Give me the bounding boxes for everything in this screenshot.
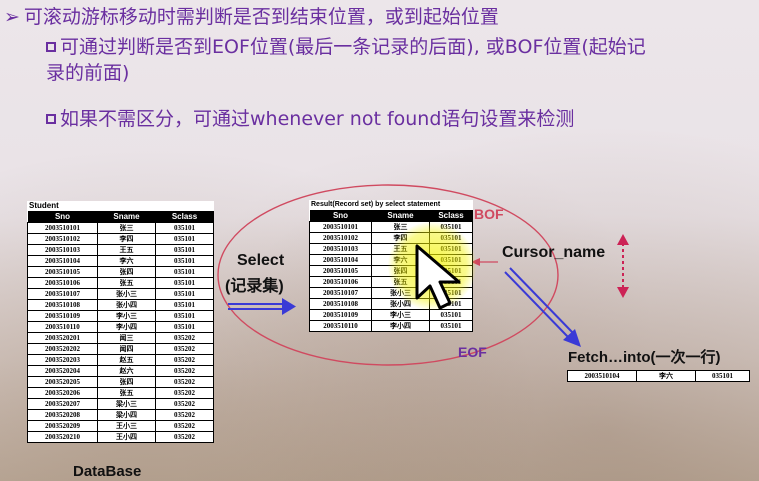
table-cell: 李小四 <box>371 320 430 332</box>
table-cell: 2003510108 <box>309 298 372 310</box>
fetch-cell-sno: 2003510104 <box>567 370 637 382</box>
table-cell: 2003510107 <box>309 287 372 299</box>
select-sub-label: (记录集) <box>225 278 284 295</box>
column-header: Sname <box>97 211 156 223</box>
table-cell: 2003510101 <box>309 221 372 233</box>
record-set-ellipse <box>217 184 559 366</box>
sub-bullet-1-text: 可通过判断是否到EOF位置(最后一条记录的后面), 或BOF位置(起始记 <box>60 36 646 58</box>
column-header: Sno <box>27 211 98 223</box>
select-arrow-icon <box>228 298 296 315</box>
main-bullet: ➢可滚动游标移动时需判断是否到结束位置，或到起始位置 <box>4 6 499 28</box>
database-label: DataBase <box>73 463 142 480</box>
mouse-pointer-icon <box>415 244 461 310</box>
table-cell: 035202 <box>155 431 214 443</box>
database-table-caption: Student <box>27 201 214 211</box>
table-cell: 2003510103 <box>309 243 372 255</box>
square-bullet-icon <box>46 42 56 52</box>
table-cell: 2003510106 <box>309 276 372 288</box>
fetch-cell-sname: 李六 <box>636 370 696 382</box>
fetch-arrow-icon <box>504 267 581 347</box>
scroll-direction-icon <box>617 234 629 298</box>
sub-bullet-1: 可通过判断是否到EOF位置(最后一条记录的后面), 或BOF位置(起始记 录的前… <box>46 34 746 86</box>
bof-label: BOF <box>474 206 504 222</box>
column-header: Sname <box>371 210 430 222</box>
column-header: Sno <box>309 210 372 222</box>
table-cell: 2003510110 <box>309 320 372 332</box>
table-cell: 2003510105 <box>309 265 372 277</box>
column-header: Sclass <box>155 211 214 223</box>
sub-bullet-1-text-cont: 录的前面) <box>46 62 130 84</box>
arrow-bullet-icon: ➢ <box>4 6 20 28</box>
fetch-label: Fetch…into(一次一行) <box>568 349 721 366</box>
result-table-caption: Result(Record set) by select statement <box>309 200 473 210</box>
sub-bullet-2-text: 如果不需区分，可通过whenever not found语句设置来检测 <box>60 108 575 130</box>
table-cell: 2003510109 <box>309 309 372 321</box>
square-bullet-icon <box>46 114 56 124</box>
fetch-grid: 2003510104 李六 035101 <box>567 370 750 382</box>
fetch-result-row: 2003510104 李六 035101 <box>567 370 750 382</box>
sub-bullet-2: 如果不需区分，可通过whenever not found语句设置来检测 <box>46 106 574 132</box>
table-cell: 2003510102 <box>309 232 372 244</box>
fetch-cell-sclass: 035101 <box>695 370 750 382</box>
eof-label: EOF <box>458 344 487 360</box>
main-bullet-text: 可滚动游标移动时需判断是否到结束位置，或到起始位置 <box>23 6 499 28</box>
cursor-name-label: Cursor_name <box>502 244 606 261</box>
column-header: Sclass <box>429 210 473 222</box>
table-cell: 035101 <box>429 320 473 332</box>
table-cell: 2003510104 <box>309 254 372 266</box>
select-label: Select <box>237 252 285 269</box>
